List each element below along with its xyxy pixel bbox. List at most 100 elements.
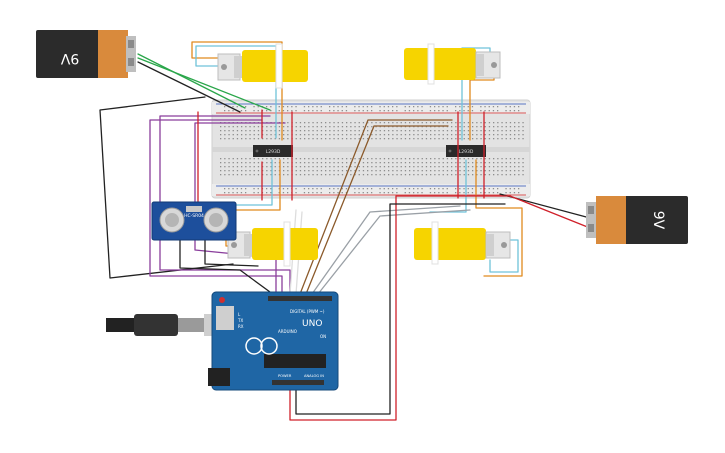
breadboard-hole [472,166,474,168]
breadboard-hole [274,166,276,168]
breadboard-hole [371,188,373,190]
breadboard-hole [387,106,390,108]
wire-red[interactable] [509,195,591,229]
motor-top-left[interactable] [217,43,308,89]
breadboard-hole [253,138,255,140]
breadboard-hole [522,130,524,132]
breadboard-hole [463,106,465,108]
breadboard-hole [513,110,516,112]
wire-black[interactable] [204,235,259,267]
power-analog-header[interactable] [272,380,324,385]
wire-green[interactable] [137,53,246,109]
breadboard-hole [392,122,394,124]
wire-gray[interactable] [317,209,471,295]
breadboard-hole [404,122,407,124]
reset-button[interactable] [219,297,225,303]
breadboard-hole [379,110,381,112]
wire-black[interactable] [137,61,241,113]
breadboard-hole [434,138,436,140]
breadboard-hole [266,192,268,194]
breadboard-hole [488,170,491,172]
breadboard-hole [488,158,491,160]
breadboard-hole [241,162,243,164]
wire-black-loop[interactable] [99,96,234,279]
motor-top-right[interactable] [404,43,501,85]
breadboard-hole [287,106,289,108]
breadboard-hole [253,134,255,136]
breadboard-hole [501,174,503,176]
digital-header[interactable] [268,296,332,301]
breadboard-hole [505,192,507,194]
breadboard-hole [387,188,390,190]
breadboard-hole [509,162,512,164]
breadboard-hole [421,110,423,112]
motor-bottom-right[interactable] [414,221,511,265]
breadboard-hole [320,106,322,108]
breadboard-hole [224,138,226,140]
battery-9v-left[interactable]: 9V [36,30,136,78]
breadboard-hole [446,134,449,136]
battery-9v-right[interactable]: 9V [586,196,688,244]
wire-brown[interactable] [305,125,449,295]
breadboard-hole [329,138,331,140]
breadboard-hole [463,130,465,132]
breadboard-hole [396,192,398,194]
breadboard-hole [484,138,486,140]
breadboard-hole [421,192,423,194]
breadboard-hole [333,130,335,132]
breadboard-hole [522,174,524,176]
breadboard-hole [451,174,453,176]
motor-bottom-left[interactable] [227,221,318,267]
wire-orange[interactable] [475,159,523,277]
wire-black[interactable] [295,203,506,415]
breadboard-hole [266,188,268,190]
breadboard-hole [463,170,465,172]
wire-black[interactable] [179,235,271,293]
breadboard-hole [358,134,360,136]
driver-chip-left[interactable]: L293D [253,145,293,157]
breadboard-hole [497,162,499,164]
wire-purple[interactable] [149,119,283,293]
sensor-label: HC-SR04 [184,213,204,219]
breadboard-hole [350,130,352,132]
breadboard-hole [367,170,369,172]
breadboard-hole [337,122,339,124]
rx-label: RX [238,324,244,329]
breadboard-hole [522,162,524,164]
breadboard-hole [287,158,289,160]
breadboard-hole [341,170,344,172]
breadboard-hole [257,110,259,112]
wire-purple[interactable] [194,122,286,293]
wire-brown[interactable] [299,119,453,295]
breadboard-hole [287,162,289,164]
wire-cyan[interactable] [489,239,519,273]
wire-gray[interactable] [311,205,461,295]
breadboard-hole [245,162,247,164]
usb-cable[interactable] [106,314,220,336]
breadboard-hole [518,134,520,136]
breadboard-hole [316,166,318,168]
breadboard-hole [274,162,276,164]
wire-red[interactable] [289,195,511,421]
breadboard-hole [430,162,432,164]
arduino-uno[interactable]: DIGITAL (PWM ~) UNO ARDUINO POWER ANALOG… [208,291,339,391]
breadboard-hole [308,188,310,190]
breadboard-hole [497,138,499,140]
breadboard-hole [434,158,436,160]
breadboard-hole [467,170,470,172]
breadboard-hole [480,192,482,194]
wire-green[interactable] [137,57,271,111]
breadboard-hole [522,158,524,160]
breadboard-hole [387,110,390,112]
breadboard-hole [484,130,486,132]
wire-purple[interactable] [159,115,291,293]
breadboard-hole [308,126,310,128]
breadboard-hole [295,192,297,194]
breadboard-hole [425,166,428,168]
breadboard-hole [379,158,381,160]
driver-chip-right[interactable]: L293D [446,145,486,157]
breadboard-hole [509,166,512,168]
breadboard-hole [253,166,255,168]
ultrasonic-sensor[interactable]: HC-SR04 [151,201,237,241]
